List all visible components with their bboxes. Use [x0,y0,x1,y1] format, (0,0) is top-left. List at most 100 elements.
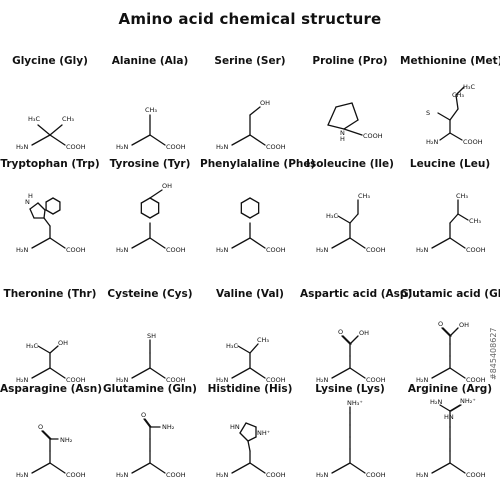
atom-label: S [426,109,430,117]
atom-label: H₂N [316,246,328,254]
bond-line [149,197,160,204]
bond-line [449,237,466,249]
bond-line [249,343,259,354]
bond-line [449,367,466,379]
atom-label: H₂N [416,376,428,384]
stock-id-watermark: #845408627 [489,327,498,380]
bond-line [149,212,160,219]
bond-line [249,367,266,379]
atom-label: COOH [463,138,483,146]
bond-line [349,335,359,345]
atom-label: COOH [66,376,86,384]
bond-line [131,237,151,249]
atom-label: COOH [266,471,286,479]
atom-label: H₂N [316,376,328,384]
structure-diagram: NH₂ O H₂N COOH [116,411,186,479]
bond-line [247,440,251,452]
amino-acid-name: Glutamic acid (Glu) [400,288,500,300]
atom-label: H₂N [216,471,228,479]
atom-label: N [25,198,30,206]
bond-line [249,237,266,249]
bond-line [327,124,345,130]
bond-line [341,335,351,345]
bond-line [37,202,46,211]
bond-line [349,367,366,379]
atom-label: HN [230,423,240,431]
bond-line [431,367,451,379]
bond-line [143,418,151,428]
bond-line [231,237,251,249]
atom-label: CH₃ [452,91,464,99]
bond-line [245,422,257,428]
atom-label: COOH [366,246,386,254]
atom-label: H₂N [430,398,442,406]
amino-acid-name: Histidine (His) [207,383,293,395]
atom-label: O [141,411,146,419]
amino-acid-name: Aspartic acid (Asp) [300,288,413,300]
bond-line [140,212,151,219]
bond-line [49,134,66,146]
bond-line [442,327,452,337]
atom-label: COOH [166,471,186,479]
atom-label: CH₃ [145,106,157,114]
bond-line [455,94,459,110]
bond-line [31,367,51,379]
atom-label: COOH [266,376,286,384]
atom-label: NH₂ [162,423,175,431]
amino-acid-name: Phenylalaline (Phe) [200,158,316,170]
bond-line [343,128,363,136]
bond-line [457,213,469,221]
bond-line [49,367,66,379]
bond-line [343,119,359,130]
bond-line [149,237,166,249]
bond-line [349,462,366,474]
bond-line [49,124,63,136]
atom-label: NH₂ [60,436,73,444]
bond-line [249,212,260,219]
bond-line [449,327,459,337]
bond-line [249,462,266,474]
bond-line [140,197,151,204]
atom-label: COOH [66,143,86,151]
bond-line [43,217,51,227]
bond-line [349,213,359,224]
bond-line [335,102,353,108]
atom-label: OH [58,339,68,347]
bond-line [240,212,251,219]
atom-label: O [38,423,43,431]
bond-line [31,237,51,249]
bond-line [45,209,54,215]
atom-label: H₃C [28,115,40,123]
bond-line [240,197,251,204]
atom-label: H₂N [116,376,128,384]
bond-line [331,237,351,249]
atom-label: COOH [366,471,386,479]
amino-acid-name: Leucine (Leu) [409,158,491,170]
atom-label: H₂N [316,471,328,479]
atom-label: H₂N [16,376,28,384]
amino-acid-name: Proline (Pro) [312,55,388,67]
atom-label: COOH [166,246,186,254]
atom-label: H₃C [226,342,238,350]
atom-label: O [338,328,343,336]
atom-label: H₂N [116,471,128,479]
bond-line [450,404,462,412]
bond-line [37,345,51,354]
atom-label: N [340,129,345,137]
bond-line [439,132,451,141]
bond-line [455,86,465,96]
